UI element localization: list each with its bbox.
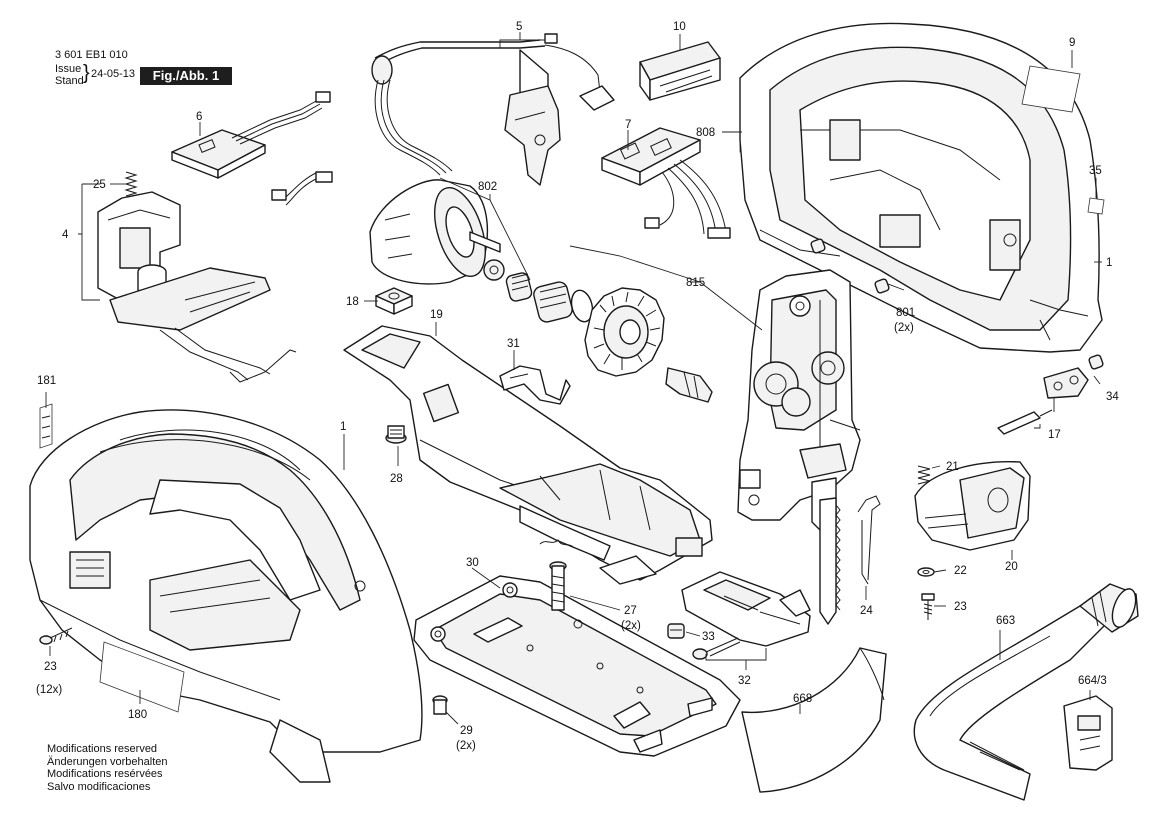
callout-7: 7 (625, 119, 631, 131)
callout-19: 19 (430, 309, 443, 321)
part-17-lever (997, 367, 1089, 435)
issue-label: Issue (55, 63, 82, 75)
callout-29: 29 (460, 725, 473, 737)
callout-802: 802 (478, 181, 497, 193)
callout-5: 5 (516, 21, 522, 33)
part-34-pin (1088, 354, 1104, 370)
part-5-switch-harness (271, 33, 615, 206)
part-31-clip (499, 365, 571, 405)
callout-33: 33 (702, 631, 715, 643)
part-815-gearbox (737, 269, 861, 531)
callout-23a-qty: (12x) (36, 684, 62, 696)
part-29-screw (432, 695, 448, 715)
callout-18: 18 (346, 296, 359, 308)
callout-9: 9 (1069, 37, 1075, 49)
part-668-cover (741, 647, 887, 793)
part-664-3-adapter (1063, 695, 1113, 771)
callout-24: 24 (860, 605, 873, 617)
callout-1a: 1 (1106, 257, 1112, 269)
part-1-housing-left (29, 409, 423, 783)
callout-31: 31 (507, 338, 520, 350)
callout-30: 30 (466, 557, 479, 569)
callout-20: 20 (1005, 561, 1018, 573)
callout-22: 22 (954, 565, 967, 577)
saw-blade (819, 497, 841, 625)
issue-date: 24-05-13 (91, 68, 136, 80)
callout-23a: 23 (44, 661, 57, 673)
callout-180: 180 (128, 709, 147, 721)
part-35-label (1087, 197, 1105, 215)
callout-28: 28 (390, 473, 403, 485)
part-10-cover (639, 41, 721, 101)
callout-17: 17 (1048, 429, 1061, 441)
figure-label: Fig./Abb. 1 (140, 67, 232, 85)
part-28-screw (385, 425, 407, 444)
callout-4: 4 (62, 229, 69, 241)
callout-23b: 23 (954, 601, 967, 613)
callout-801-qty: (2x) (894, 322, 914, 334)
part-9-label (1021, 65, 1081, 113)
callout-1b: 1 (340, 421, 346, 433)
callout-29-qty: (2x) (456, 740, 476, 752)
callout-32: 32 (738, 675, 751, 687)
part-30-base-plate (413, 575, 741, 757)
part-23-screw-right (921, 593, 935, 620)
callout-27: 27 (624, 605, 637, 617)
callout-10: 10 (673, 21, 686, 33)
callout-6: 6 (196, 111, 202, 123)
part-663-hose (913, 583, 1139, 801)
part-24-wire-bracket (857, 495, 881, 585)
bevel-gear (584, 287, 713, 403)
part-22-washer (917, 567, 935, 577)
part-33-screws (667, 623, 741, 660)
callout-35: 35 (1089, 165, 1102, 177)
part-27-bolt (549, 561, 567, 611)
part-802-motor (369, 179, 533, 302)
callout-34: 34 (1106, 391, 1119, 403)
part-23-screw-left (39, 627, 73, 645)
footer-line-de: Änderungen vorbehalten (47, 755, 168, 768)
callout-801: 801 (896, 307, 915, 319)
doc-number: 3 601 EB1 010 (55, 49, 128, 61)
brace-glyph: } (83, 62, 90, 84)
callout-668: 668 (793, 693, 812, 705)
part-181-label (39, 403, 53, 449)
part-18-block (375, 287, 413, 315)
footer-line-es: Salvo modificaciones (47, 780, 151, 793)
part-19-frame (343, 325, 713, 585)
stand-label: Stand (55, 75, 84, 87)
gear-pinion (533, 281, 594, 323)
callout-labels: 5 10 9 6 7 808 35 25 802 4 1 815 801 (2x… (36, 21, 1119, 752)
leader-lines (45, 32, 1102, 725)
callout-664-3: 664/3 (1078, 675, 1107, 687)
footer-line-en: Modifications reserved (47, 743, 158, 755)
part-801-pins (810, 238, 890, 294)
callout-25: 25 (93, 179, 106, 191)
callout-27-qty: (2x) (621, 620, 641, 632)
part-180-label (99, 641, 185, 713)
part-32-guide (681, 571, 811, 647)
footer-line-fr: Modifications resérvées (47, 768, 163, 780)
part-6-circuit-board (171, 91, 331, 179)
part-20-guard (914, 461, 1031, 551)
part-4-switch-assembly (97, 171, 297, 383)
callout-663: 663 (996, 615, 1015, 627)
part-7-control-board (601, 127, 731, 239)
callout-808: 808 (696, 127, 715, 139)
part-21-spring (917, 465, 931, 485)
callout-21: 21 (946, 461, 959, 473)
callout-181: 181 (37, 375, 56, 387)
modifications-notice: Modifications reserved Änderungen vorbeh… (47, 743, 167, 793)
callout-815: 815 (686, 277, 705, 289)
